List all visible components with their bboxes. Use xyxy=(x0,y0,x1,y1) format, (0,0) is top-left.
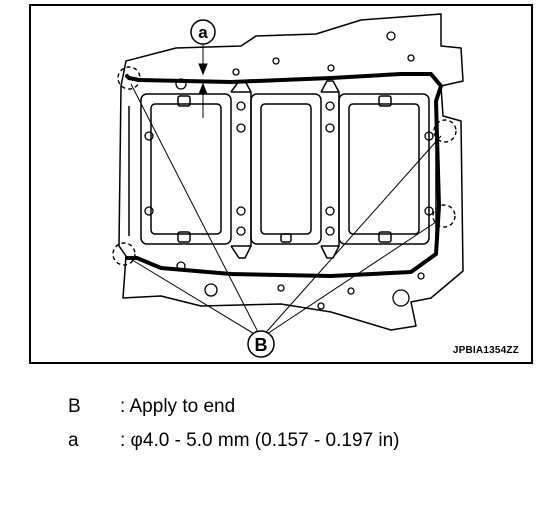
legend-key: B xyxy=(68,396,81,417)
apply-to-end-markers xyxy=(112,66,457,266)
callout-b-leaders xyxy=(128,83,442,339)
legend-key: a xyxy=(68,430,79,451)
legend: B : Apply to end a : φ4.0 - 5.0 mm (0.15… xyxy=(68,396,538,464)
sealant-bead xyxy=(125,72,443,278)
callout-b-label: B xyxy=(255,335,268,355)
callout-a: a xyxy=(190,19,216,45)
legend-description: : φ4.0 - 5.0 mm (0.157 - 0.197 in) xyxy=(120,430,400,451)
legend-row: B : Apply to end xyxy=(68,396,538,430)
engine-block-drawing: a B xyxy=(112,13,464,358)
callout-a-label: a xyxy=(198,23,208,42)
dimension-a-arrows xyxy=(198,44,208,118)
figure-id: JPBIA1354ZZ xyxy=(452,345,519,356)
oil-pan-sealant-diagram: a B JPBIA1354ZZ xyxy=(29,4,533,364)
legend-description: : Apply to end xyxy=(120,396,236,417)
callout-b: B xyxy=(247,330,275,358)
legend-row: a : φ4.0 - 5.0 mm (0.157 - 0.197 in) xyxy=(68,430,538,464)
